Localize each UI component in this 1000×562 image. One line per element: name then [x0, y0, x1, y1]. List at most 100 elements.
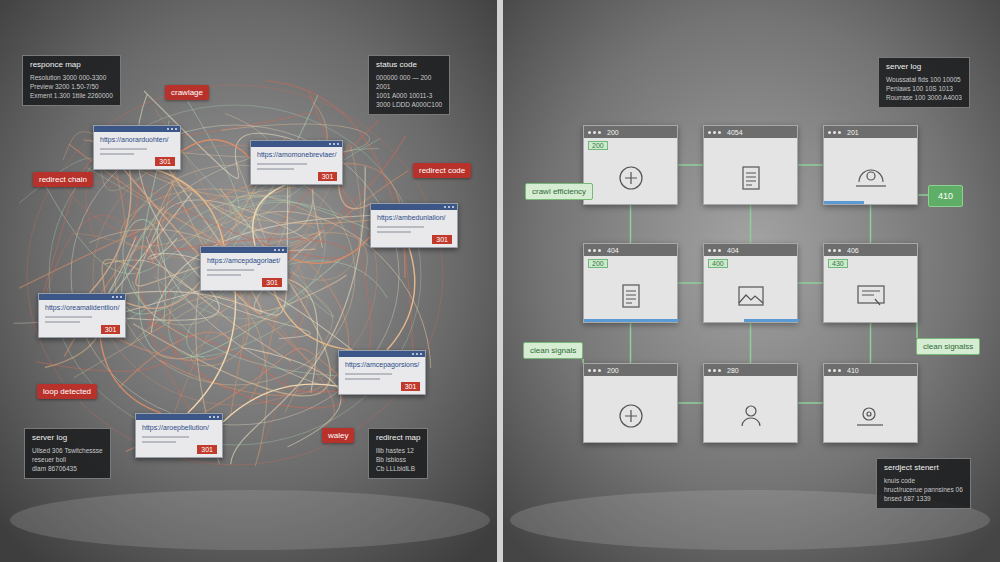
window-dot	[708, 131, 711, 134]
window-dot	[588, 249, 591, 252]
text-line	[377, 226, 424, 228]
window-dot	[217, 416, 219, 418]
status-tag: clean signals	[523, 342, 583, 359]
redirect-connector	[126, 281, 200, 308]
window-dot	[448, 206, 450, 208]
panel-heading: redirect map	[376, 433, 420, 442]
window-dot	[452, 206, 454, 208]
page-card: 201	[823, 125, 918, 205]
log-row: 3000 LDDD A000C100	[376, 100, 442, 109]
text-line	[377, 231, 411, 233]
window-dot	[175, 128, 177, 130]
window-dot	[718, 131, 721, 134]
text-line	[257, 168, 294, 170]
window-dot	[213, 416, 215, 418]
left-panel	[0, 0, 497, 562]
card-body: 200	[584, 138, 677, 204]
status-badge: 301	[318, 172, 338, 181]
panel-heading: server log	[886, 62, 962, 71]
window-dot	[282, 249, 284, 251]
page-card: 404200	[583, 243, 678, 323]
status-badge: 200	[588, 141, 608, 150]
tag-text: loop detected	[43, 387, 91, 396]
tag-text: redirect code	[419, 166, 465, 175]
window-footer: 301	[39, 323, 125, 334]
window-dot	[838, 131, 841, 134]
warning-tag: redirect code	[413, 163, 471, 178]
text-line	[257, 163, 307, 165]
log-row: 1001 A000 10011-3	[376, 91, 442, 100]
window-dot	[412, 353, 414, 355]
browser-window: https://aroepbellution/301	[135, 413, 223, 458]
tangle-strand	[230, 188, 297, 221]
page-card: 404400	[703, 243, 798, 323]
log-row: Bb Isbloss	[376, 455, 420, 464]
window-dot	[112, 296, 114, 298]
card-body	[704, 376, 797, 442]
warning-tag: waley	[322, 428, 354, 443]
card-body: 200	[584, 256, 677, 322]
card-header: 406	[824, 244, 917, 256]
window-dot	[337, 143, 339, 145]
log-row: Woussatal fids 100 10005	[886, 75, 962, 84]
tangle-strand	[231, 167, 365, 465]
tangle-strand	[38, 216, 169, 324]
log-row: bnsed 687 1339	[884, 494, 963, 503]
gear-icon	[867, 412, 871, 416]
grid-connector	[798, 164, 823, 166]
log-row: 2001	[376, 82, 442, 91]
tag-text: waley	[328, 431, 348, 440]
text-line	[345, 378, 380, 380]
browser-window: https://anorarduohten/301	[93, 125, 181, 170]
url-text: https://amomonebrevlaer/	[251, 147, 342, 160]
log-panel: redirect mapllib hastes 12Bb IsblossCb L…	[368, 428, 428, 479]
status-badge: 301	[432, 235, 452, 244]
window-dot	[718, 249, 721, 252]
title-bar	[201, 247, 287, 253]
card-header: 201	[824, 126, 917, 138]
status-code: 404	[727, 247, 739, 254]
tangle-ring	[115, 165, 355, 385]
window-dot	[167, 128, 169, 130]
window-dot	[588, 369, 591, 372]
floor-glow	[10, 490, 490, 550]
card-body	[584, 376, 677, 442]
status-badge: 430	[828, 259, 848, 268]
title-bar	[39, 294, 125, 300]
window-footer: 301	[94, 155, 180, 166]
log-row: llib hastes 12	[376, 446, 420, 455]
plus-icon	[625, 172, 637, 184]
url-text: https://ambedunlalion/	[371, 210, 457, 223]
redirect-connector	[188, 291, 236, 413]
card-icon	[824, 376, 919, 444]
redirect-connector	[181, 140, 250, 158]
window-dot	[593, 131, 596, 134]
window-dot	[598, 131, 601, 134]
window-footer: 301	[136, 443, 222, 454]
window-dot	[120, 296, 122, 298]
window-dot	[274, 249, 276, 251]
gear-icon	[857, 424, 883, 425]
card-header: 200	[584, 364, 677, 376]
dial-icon	[867, 172, 875, 180]
plus-icon	[625, 410, 637, 422]
card-body: 400	[704, 256, 797, 322]
tangle-strand	[101, 193, 192, 308]
card-header: 404	[704, 244, 797, 256]
card-body: 430	[824, 256, 917, 322]
log-row: Resolution 3000 000-3300	[30, 73, 113, 82]
window-dot	[278, 249, 280, 251]
status-code: 406	[847, 247, 859, 254]
card-icon	[824, 138, 919, 206]
document-icon	[626, 291, 636, 303]
window-footer: 301	[251, 170, 342, 181]
card-icon	[584, 376, 679, 444]
tag-text: crawl efficiency	[532, 187, 586, 196]
redirect-connector	[90, 170, 131, 293]
page-card: 4054	[703, 125, 798, 205]
card-icon	[704, 138, 799, 206]
window-dot	[833, 249, 836, 252]
browser-window: https://oreamalidentlion/301	[38, 293, 126, 338]
grid-connector	[630, 323, 632, 363]
card-header: 280	[704, 364, 797, 376]
